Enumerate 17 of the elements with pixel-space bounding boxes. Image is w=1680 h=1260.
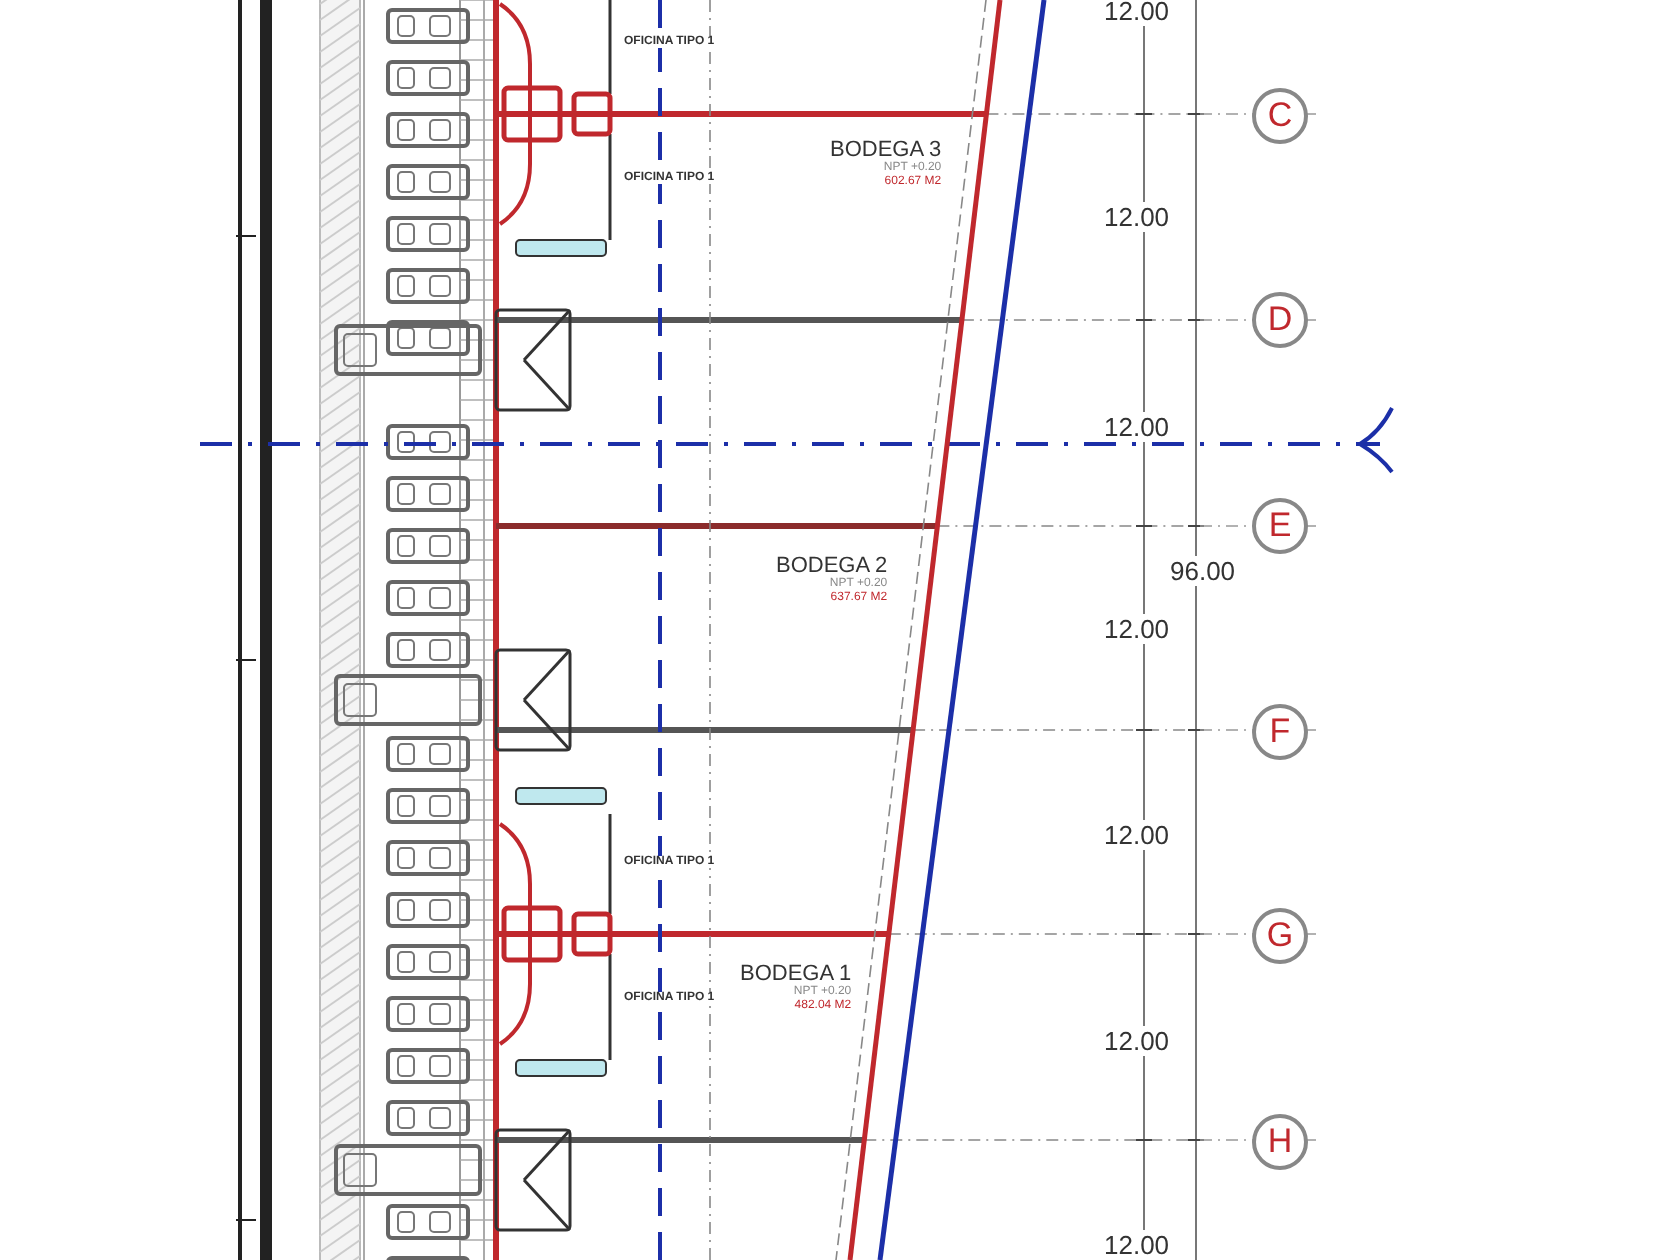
- dimension-text: 12.00: [1104, 0, 1170, 26]
- dimension-text: 12.00: [1104, 820, 1170, 850]
- grid-bubble: E: [1252, 498, 1308, 554]
- dimension-text: 12.00: [1104, 412, 1170, 442]
- dimension-text: 12.00: [1104, 202, 1170, 232]
- dimension-text: 12.00: [1104, 1230, 1170, 1260]
- room-name: BODEGA 2: [776, 554, 888, 578]
- room-name: BODEGA 3: [830, 138, 942, 162]
- grid-bubble: G: [1252, 908, 1308, 964]
- grid-bubble: C: [1252, 88, 1308, 144]
- dimension-text: 96.00: [1170, 556, 1236, 586]
- room-name: BODEGA 1: [740, 962, 852, 986]
- grid-bubble: D: [1252, 292, 1308, 348]
- dimension-text: 12.00: [1104, 614, 1170, 644]
- dimension-text: 12.00: [1104, 1026, 1170, 1056]
- grid-bubble: H: [1252, 1114, 1308, 1170]
- grid-bubble: F: [1252, 704, 1308, 760]
